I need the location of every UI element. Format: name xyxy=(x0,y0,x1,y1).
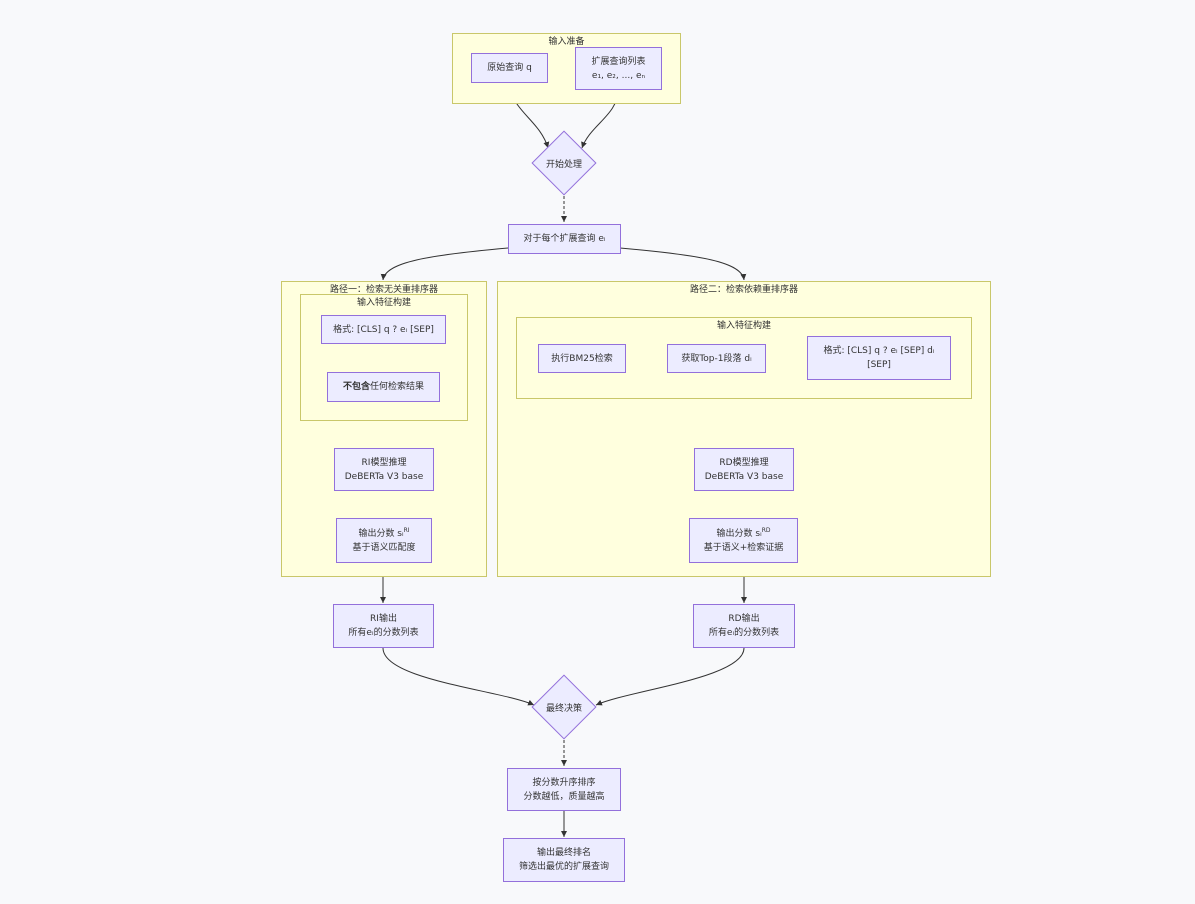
node-each-expanded-query-label: 对于每个扩展查询 eᵢ xyxy=(523,234,606,244)
node-bm25-retrieval-label: 执行BM25检索 xyxy=(551,353,613,364)
node-top1-passage[interactable]: 获取Top-1段落 dᵢ xyxy=(667,344,766,373)
edge-riout-to-final xyxy=(382,647,535,706)
node-rd-score-line1: 输出分数 sᵢRD xyxy=(717,527,771,541)
node-top1-passage-label: 获取Top-1段落 dᵢ xyxy=(681,353,752,364)
node-ri-no-retrieval-label: 不包含任何检索结果 xyxy=(343,380,424,394)
decision-start-label: 开始处理 xyxy=(545,159,582,170)
node-rd-model[interactable]: RD模型推理 DeBERTa V3 base xyxy=(694,448,794,491)
cluster-path2-title: 路径二：检索依赖重排序器 xyxy=(689,285,798,295)
decision-final-label: 最终决策 xyxy=(545,703,582,714)
node-expanded-query-list-line1: 扩展查询列表 xyxy=(591,56,646,67)
cluster-input-prep-title: 输入准备 xyxy=(548,37,585,47)
node-ri-score[interactable]: 输出分数 sᵢRI 基于语义匹配度 xyxy=(336,518,432,563)
edge-rdout-to-final xyxy=(595,647,745,706)
node-final-ranking[interactable]: 输出最终排名 筛选出最优的扩展查询 xyxy=(503,838,625,882)
node-final-ranking-line2: 筛选出最优的扩展查询 xyxy=(518,862,609,872)
node-original-query-label: 原始查询 q xyxy=(487,63,532,73)
edge-each-to-path1 xyxy=(380,247,509,281)
node-rd-format-line2: [SEP] xyxy=(867,360,891,370)
node-ri-model-line1: RI模型推理 xyxy=(361,457,407,468)
node-sort-ascending[interactable]: 按分数升序排序 分数越低，质量越高 xyxy=(507,768,621,811)
node-ri-score-sup: RI xyxy=(403,526,410,534)
node-bm25-retrieval[interactable]: 执行BM25检索 xyxy=(538,344,626,373)
node-ri-no-retrieval[interactable]: 不包含任何检索结果 xyxy=(327,372,440,402)
node-rd-output-line2: 所有eᵢ的分数列表 xyxy=(708,628,780,638)
node-ri-model-line2: DeBERTa V3 base xyxy=(344,471,424,482)
node-final-ranking-line1: 输出最终排名 xyxy=(536,848,591,858)
decision-start[interactable]: 开始处理 xyxy=(531,130,597,196)
node-rd-format-line1: 格式: [CLS] q ? eᵢ [SEP] dᵢ xyxy=(823,346,935,356)
node-rd-score[interactable]: 输出分数 sᵢRD 基于语义+检索证据 xyxy=(689,518,798,563)
node-ri-output-line2: 所有eᵢ的分数列表 xyxy=(348,628,419,638)
node-rd-format[interactable]: 格式: [CLS] q ? eᵢ [SEP] dᵢ [SEP] xyxy=(807,336,951,380)
node-each-expanded-query[interactable]: 对于每个扩展查询 eᵢ xyxy=(508,224,621,254)
decision-final[interactable]: 最终决策 xyxy=(531,674,597,740)
node-expanded-query-list-line2: e₁, e₂, ..., eₙ xyxy=(591,70,646,81)
cluster-path1-feature-title: 输入特征构建 xyxy=(356,298,411,308)
node-rd-score-sup: RD xyxy=(761,526,771,534)
node-ri-model[interactable]: RI模型推理 DeBERTa V3 base xyxy=(334,448,434,491)
node-ri-format-label: 格式: [CLS] q ? eᵢ [SEP] xyxy=(333,324,434,335)
node-rd-score-prefix: 输出分数 sᵢ xyxy=(716,528,762,539)
node-ri-score-prefix: 输出分数 sᵢ xyxy=(358,528,404,539)
node-rd-model-line1: RD模型推理 xyxy=(719,457,769,468)
node-expanded-query-list[interactable]: 扩展查询列表 e₁, e₂, ..., eₙ xyxy=(575,47,662,90)
node-ri-score-line2: 基于语义匹配度 xyxy=(352,542,416,553)
node-ri-output-line1: RI输出 xyxy=(370,614,397,624)
node-rd-model-line2: DeBERTa V3 base xyxy=(704,471,784,482)
node-rd-output[interactable]: RD输出 所有eᵢ的分数列表 xyxy=(693,604,795,648)
node-sort-ascending-line2: 分数越低，质量越高 xyxy=(523,791,605,802)
node-ri-format[interactable]: 格式: [CLS] q ? eᵢ [SEP] xyxy=(321,315,446,344)
node-ri-score-line1: 输出分数 sᵢRI xyxy=(358,527,409,541)
node-ri-output[interactable]: RI输出 所有eᵢ的分数列表 xyxy=(333,604,434,648)
node-ri-no-retrieval-bold: 不包含 xyxy=(342,382,370,392)
edge-each-to-path2 xyxy=(619,247,747,281)
cluster-path2-feature-title: 输入特征构建 xyxy=(716,321,771,331)
cluster-path1-title: 路径一：检索无关重排序器 xyxy=(329,285,438,295)
node-rd-score-line2: 基于语义+检索证据 xyxy=(703,542,784,553)
node-ri-no-retrieval-rest: 任何检索结果 xyxy=(370,382,425,392)
node-rd-output-line1: RD输出 xyxy=(728,614,760,624)
node-original-query[interactable]: 原始查询 q xyxy=(471,53,548,83)
node-sort-ascending-line1: 按分数升序排序 xyxy=(532,777,596,788)
